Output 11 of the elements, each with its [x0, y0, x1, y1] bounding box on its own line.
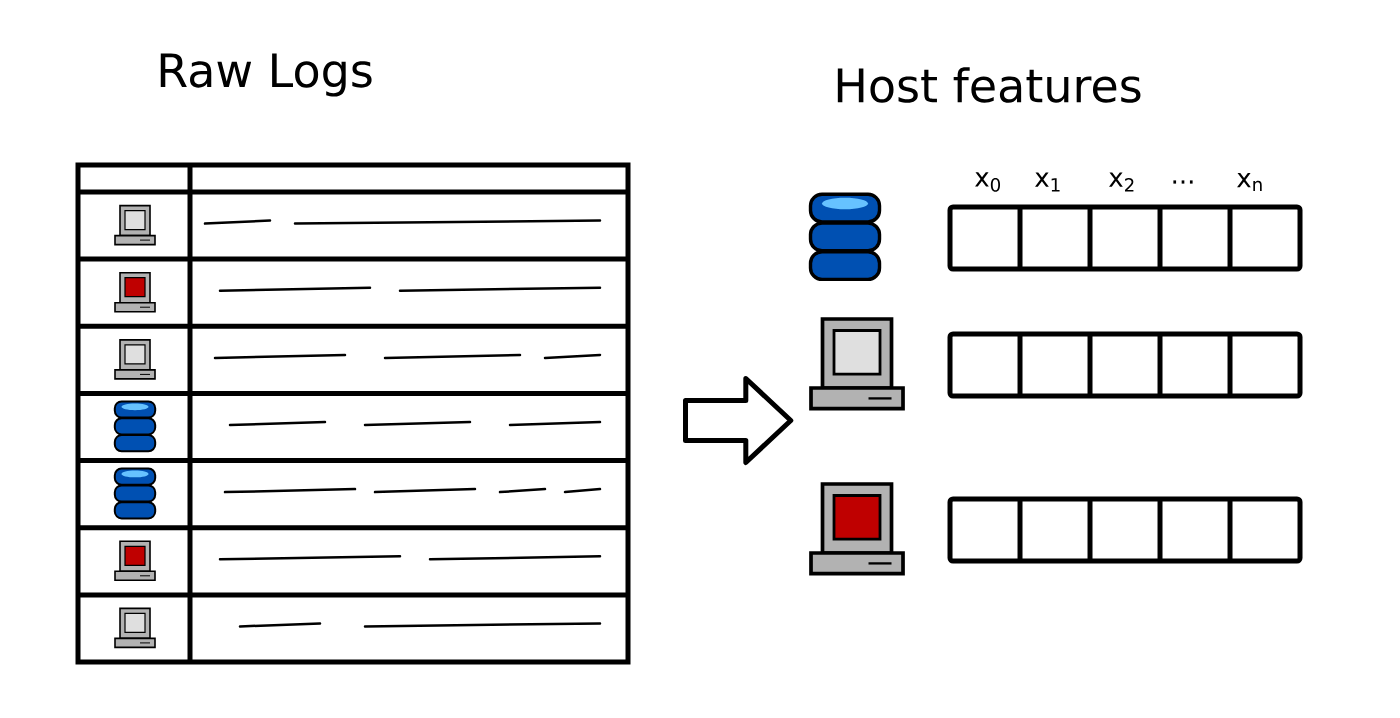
feature-label: ... [1173, 180, 1193, 184]
computer-icon [809, 317, 905, 411]
feature-label: x$_{n}$ [1237, 173, 1262, 191]
title: Host features [837, 67, 1141, 103]
title: Raw Logs [160, 53, 372, 97]
database-icon [808, 192, 882, 282]
feature-label: x$_{1}$ [1035, 172, 1060, 192]
feature-label: x$_{0}$ [975, 172, 1001, 192]
block-arrow [683, 376, 794, 465]
computer-icon [809, 482, 905, 576]
feature-label: x$_{2}$ [1109, 172, 1134, 192]
